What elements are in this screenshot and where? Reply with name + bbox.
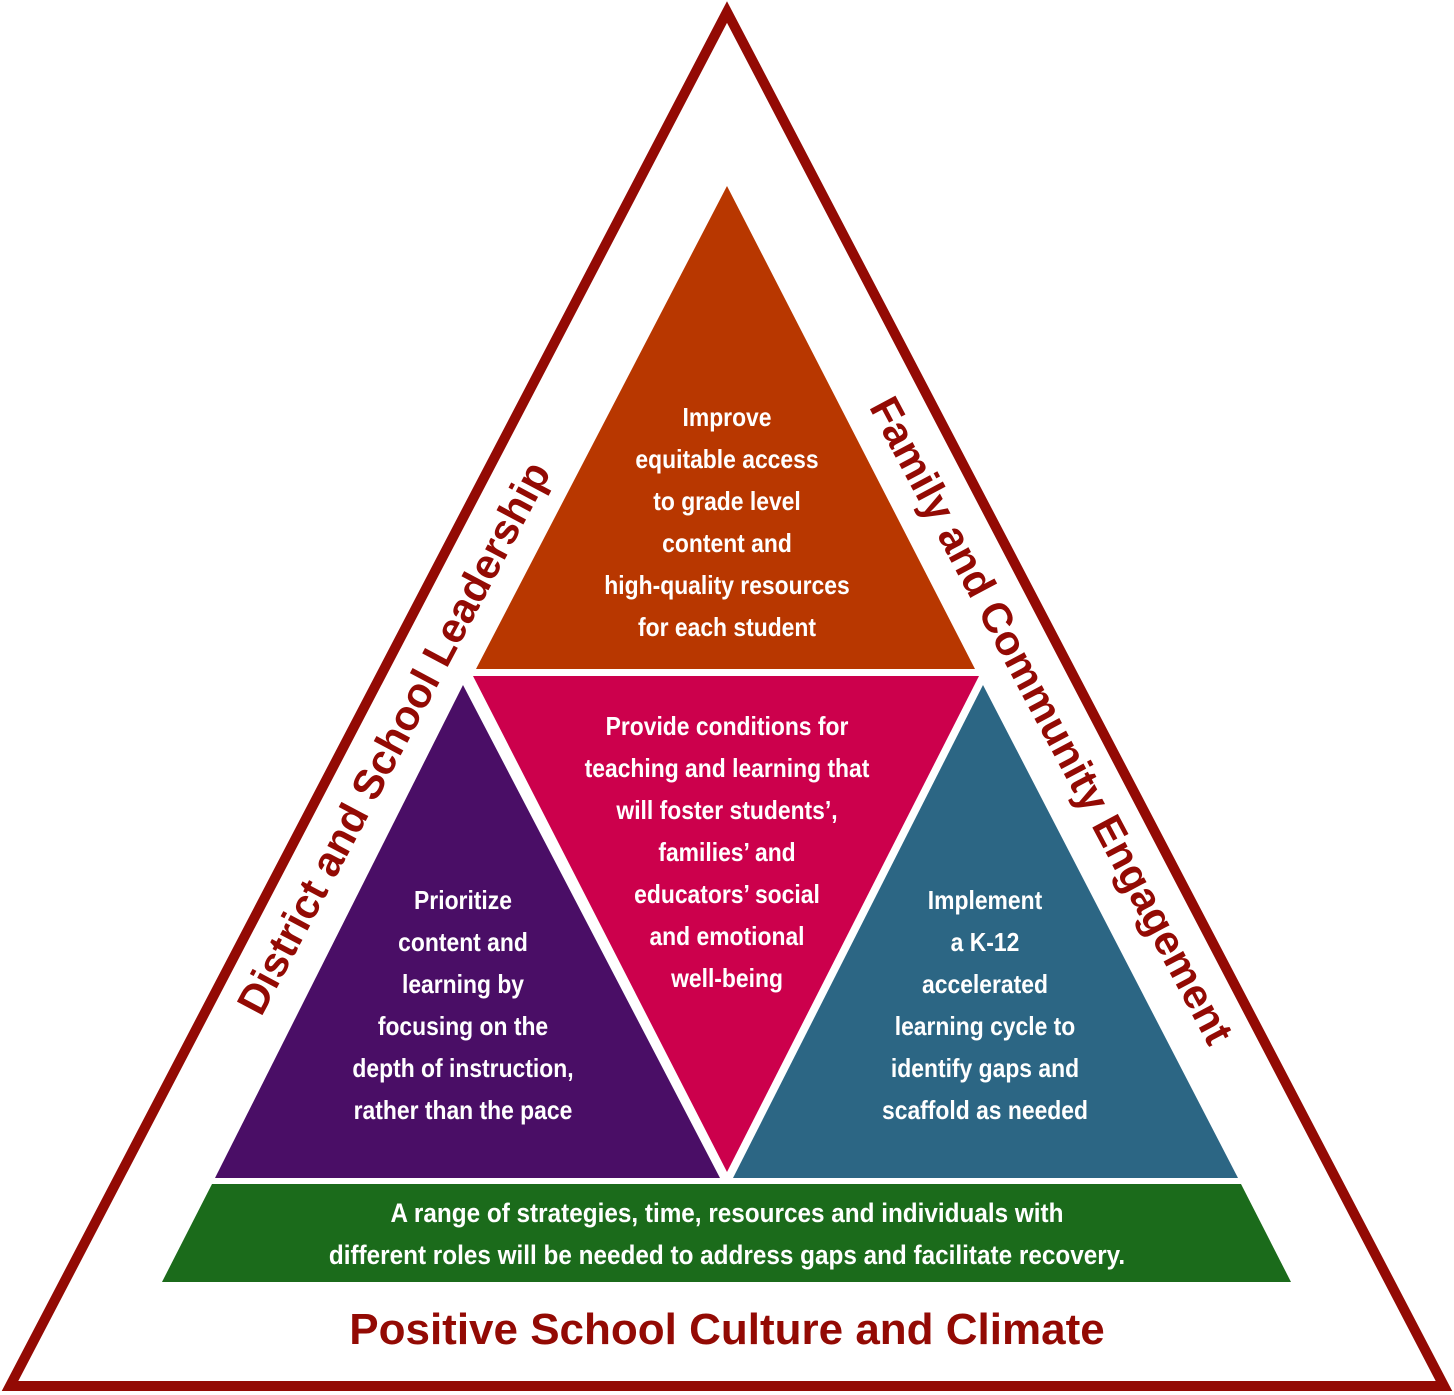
center-block-triangle (473, 676, 979, 1172)
right-block-text: Implement a K-12 accelerated learning cy… (881, 885, 1088, 1125)
right-block-triangle (733, 685, 1238, 1178)
left-block-triangle (215, 685, 720, 1178)
foundation-text-line-2: different roles will be needed to addres… (328, 1240, 1126, 1270)
top-block-triangle (476, 186, 975, 669)
bottom-label: Positive School Culture and Climate (349, 1305, 1105, 1354)
top-block-text: Improve equitable access to grade level … (604, 402, 850, 642)
foundation-text-line-1: A range of strategies, time, resources a… (390, 1198, 1064, 1228)
foundation-trapezoid (162, 1184, 1291, 1282)
left-block-text: Prioritize content and learning by focus… (352, 885, 574, 1125)
center-block-text: Provide conditions for teaching and lear… (584, 711, 870, 993)
foundation-text: A range of strategies, time, resources a… (253, 1192, 1202, 1276)
